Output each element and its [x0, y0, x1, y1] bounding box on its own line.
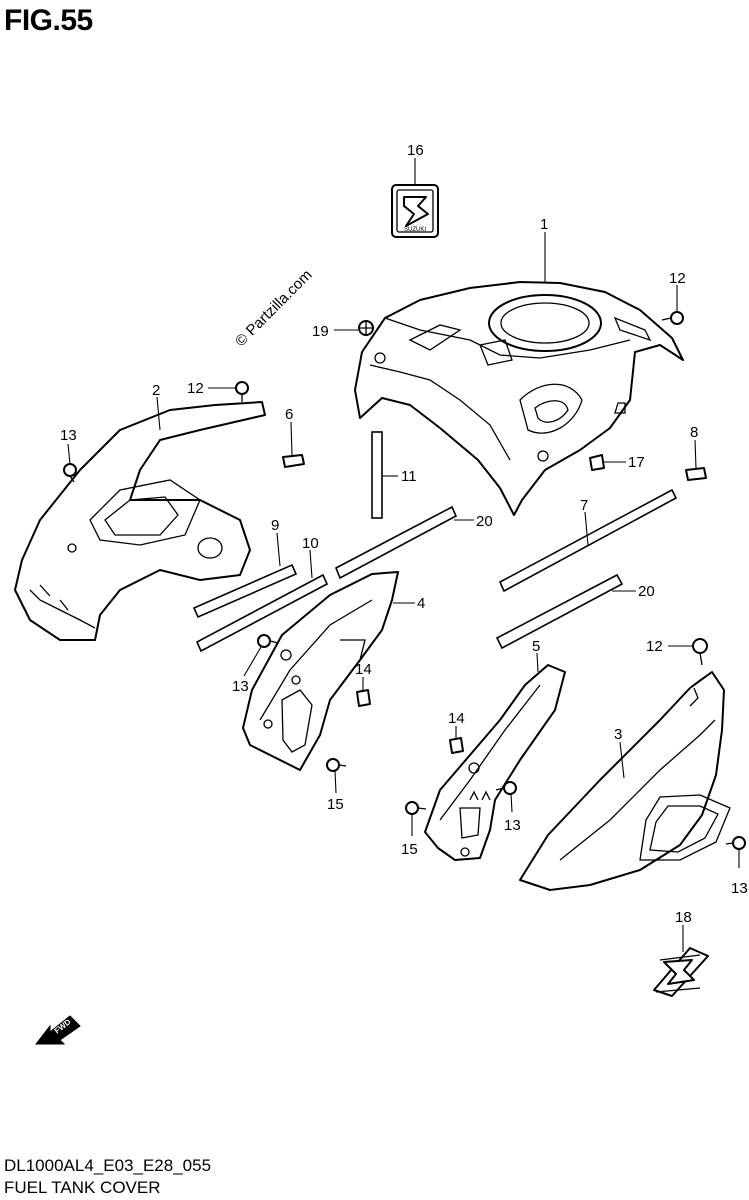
callout-13-mid-left: 13 — [232, 678, 249, 695]
part-10-strip — [195, 573, 329, 653]
part-19-clip — [358, 320, 374, 336]
callout-20-lower: 20 — [638, 583, 655, 600]
emblem-text: SUZUKI — [404, 227, 426, 233]
part-14-nut-mid — [356, 689, 371, 707]
callout-14-right: 14 — [448, 710, 465, 727]
part-1-tank-cover — [354, 281, 684, 516]
callout-9: 9 — [271, 517, 279, 534]
callout-6: 6 — [285, 406, 293, 423]
part-13-bolt-mid-right — [495, 781, 517, 795]
callout-11: 11 — [401, 468, 417, 485]
part-12-screw-left — [235, 381, 249, 402]
callout-16: 16 — [407, 142, 424, 159]
callout-12-left: 12 — [187, 380, 204, 397]
fwd-arrow-icon: FWD — [34, 1015, 81, 1045]
figure-title: FIG.55 — [4, 4, 93, 37]
part-20-strip-upper — [334, 505, 458, 580]
part-18-decal — [653, 947, 709, 997]
part-11-strip — [371, 431, 383, 519]
callout-1: 1 — [540, 216, 548, 233]
part-20-strip-lower — [495, 573, 624, 650]
diagram-name: FUEL TANK COVER — [4, 1178, 161, 1197]
part-14-nut-right — [449, 737, 464, 754]
part-4-left-bracket — [242, 571, 399, 771]
callout-15-right: 15 — [401, 841, 418, 858]
parts-diagram: SUZUKI 16 1 19 12 — [14, 142, 748, 1045]
part-9-strip — [192, 563, 298, 619]
part-3-right-cover — [519, 671, 731, 891]
callout-8: 8 — [690, 424, 698, 441]
part-16-emblem: SUZUKI — [391, 184, 439, 238]
callout-14-mid: 14 — [355, 661, 372, 678]
diagram-code: DL1000AL4_E03_E28_055 — [4, 1156, 212, 1175]
callout-3: 3 — [614, 726, 622, 743]
callout-5: 5 — [532, 638, 540, 655]
callout-13-right: 13 — [731, 880, 748, 897]
callout-12-top-right: 12 — [669, 270, 686, 287]
part-12-screw-mid-right — [692, 638, 708, 666]
callout-2: 2 — [152, 382, 160, 399]
part-5-right-bracket — [424, 664, 566, 861]
callout-18: 18 — [675, 909, 692, 926]
callout-7: 7 — [580, 497, 588, 514]
callout-20-upper: 20 — [476, 513, 493, 530]
part-12-screw-top-right — [661, 311, 684, 325]
callout-10: 10 — [302, 535, 319, 552]
part-15-bolt-right — [405, 801, 427, 815]
callout-19: 19 — [312, 323, 329, 340]
part-15-bolt-left — [326, 758, 347, 772]
callout-13-top-left: 13 — [60, 427, 77, 444]
part-17-clip — [589, 454, 605, 471]
callout-15-left: 15 — [327, 796, 344, 813]
part-6-pad — [282, 454, 305, 468]
part-8-pad — [685, 467, 707, 481]
callout-4: 4 — [417, 595, 425, 612]
part-13-bolt-right — [725, 836, 746, 850]
part-2-left-panel — [14, 401, 266, 641]
callout-12-mid-right: 12 — [646, 638, 663, 655]
part-13-bolt-mid-left — [257, 634, 279, 648]
callout-13-mid-right: 13 — [504, 817, 521, 834]
callout-17: 17 — [628, 454, 645, 471]
